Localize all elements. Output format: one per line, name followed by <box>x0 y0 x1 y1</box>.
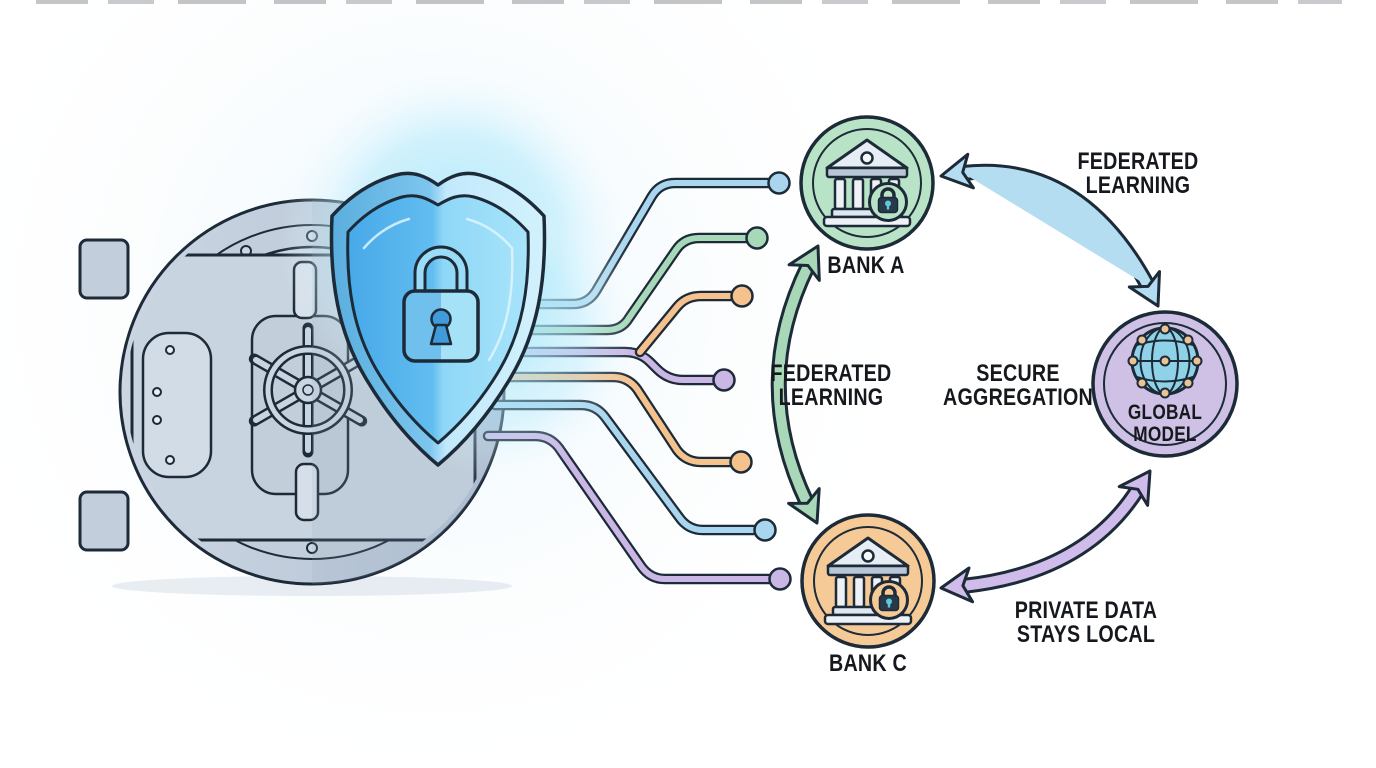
label-line: SECURE <box>976 360 1060 387</box>
arrowhead <box>787 244 821 282</box>
label-line: LEARNING <box>1085 172 1191 199</box>
trace-terminals <box>712 171 792 591</box>
label-federated-learning-top: FEDERATED LEARNING <box>1077 150 1198 198</box>
padlock-icon <box>402 245 480 363</box>
arrowhead <box>787 487 821 525</box>
label-line: LEARNING <box>778 384 884 411</box>
arrow-private-data <box>939 469 1152 604</box>
vault-door-edge-panel <box>141 331 213 479</box>
arrowhead <box>1127 270 1161 308</box>
arrowhead <box>1117 469 1152 507</box>
node-bank-c <box>800 513 936 649</box>
label-line: PRIVATE DATA <box>1014 597 1158 624</box>
shield-highlight <box>362 217 514 362</box>
vault-slot-bottom <box>294 462 320 522</box>
vault-hinges <box>78 238 130 552</box>
label-bank-a: BANK A <box>827 252 905 279</box>
label-line: FEDERATED <box>1077 148 1199 175</box>
security-shield-lock-icon <box>329 171 547 467</box>
label-line: GLOBAL <box>1127 401 1203 424</box>
keyhole <box>429 308 453 346</box>
arrow-federated-learning-center <box>770 244 821 525</box>
label-secure-aggregation: SECURE AGGREGATION <box>943 362 1093 410</box>
label-line: MODEL <box>1133 423 1197 446</box>
node-bank-a <box>799 115 935 251</box>
network-globe-icon <box>1127 323 1203 399</box>
lock-badge-icon <box>869 580 909 620</box>
label-global-model: GLOBAL MODEL <box>1128 402 1202 446</box>
lock-badge-icon <box>868 182 908 222</box>
cropped-text-artifact <box>36 0 1342 4</box>
label-line: STAYS LOCAL <box>1016 621 1156 648</box>
label-line: FEDERATED <box>770 360 892 387</box>
label-bank-c: BANK C <box>828 650 908 677</box>
vault-shadow <box>112 576 512 596</box>
label-private-data: PRIVATE DATA STAYS LOCAL <box>1015 599 1158 647</box>
arrowhead <box>939 152 975 190</box>
arrowhead <box>939 566 975 604</box>
vault-panel-rivets <box>152 345 175 465</box>
label-federated-learning-center: FEDERATED LEARNING <box>770 362 891 410</box>
arrow-federated-learning-top <box>939 152 1161 308</box>
label-line: AGGREGATION <box>943 384 1093 411</box>
node-global-model <box>1091 310 1239 458</box>
